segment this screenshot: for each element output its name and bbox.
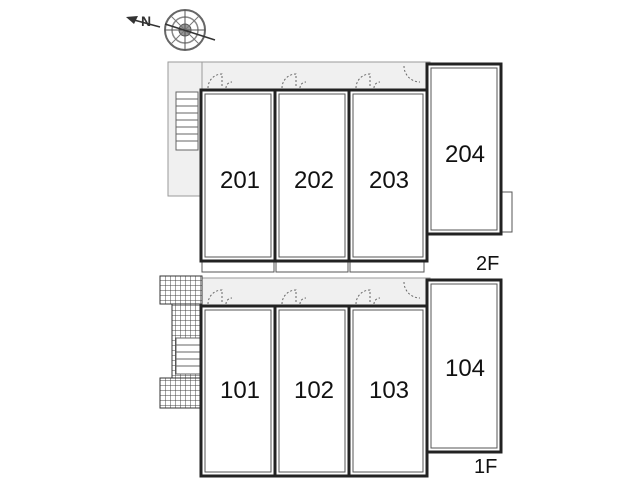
floor-2f: 201 202 203 204 2F (167, 61, 513, 275)
north-label: N (141, 13, 151, 29)
unit-103 (347, 304, 429, 478)
room-number: 204 (445, 141, 485, 168)
unit-204 (425, 62, 503, 236)
floor-label: 2F (476, 253, 499, 275)
door-icon (207, 281, 421, 305)
room-number: 201 (220, 167, 260, 194)
stair-icon (175, 91, 199, 151)
unit-202 (273, 88, 351, 263)
unit-104 (425, 278, 503, 454)
floor-1f: 101 102 103 104 1F (159, 275, 503, 478)
corridor-1f (199, 277, 431, 307)
stair-icon (159, 275, 203, 409)
room-number: 203 (369, 167, 409, 194)
room-number: 101 (220, 377, 260, 404)
floor-label: 1F (474, 456, 497, 478)
room-number: 103 (369, 377, 409, 404)
corridor-2f (167, 61, 431, 91)
room-number: 102 (294, 377, 334, 404)
unit-203 (347, 88, 429, 263)
room-number: 104 (445, 355, 485, 382)
room-number: 202 (294, 167, 334, 194)
compass-rose-icon (126, 9, 216, 51)
door-icon (207, 65, 421, 89)
